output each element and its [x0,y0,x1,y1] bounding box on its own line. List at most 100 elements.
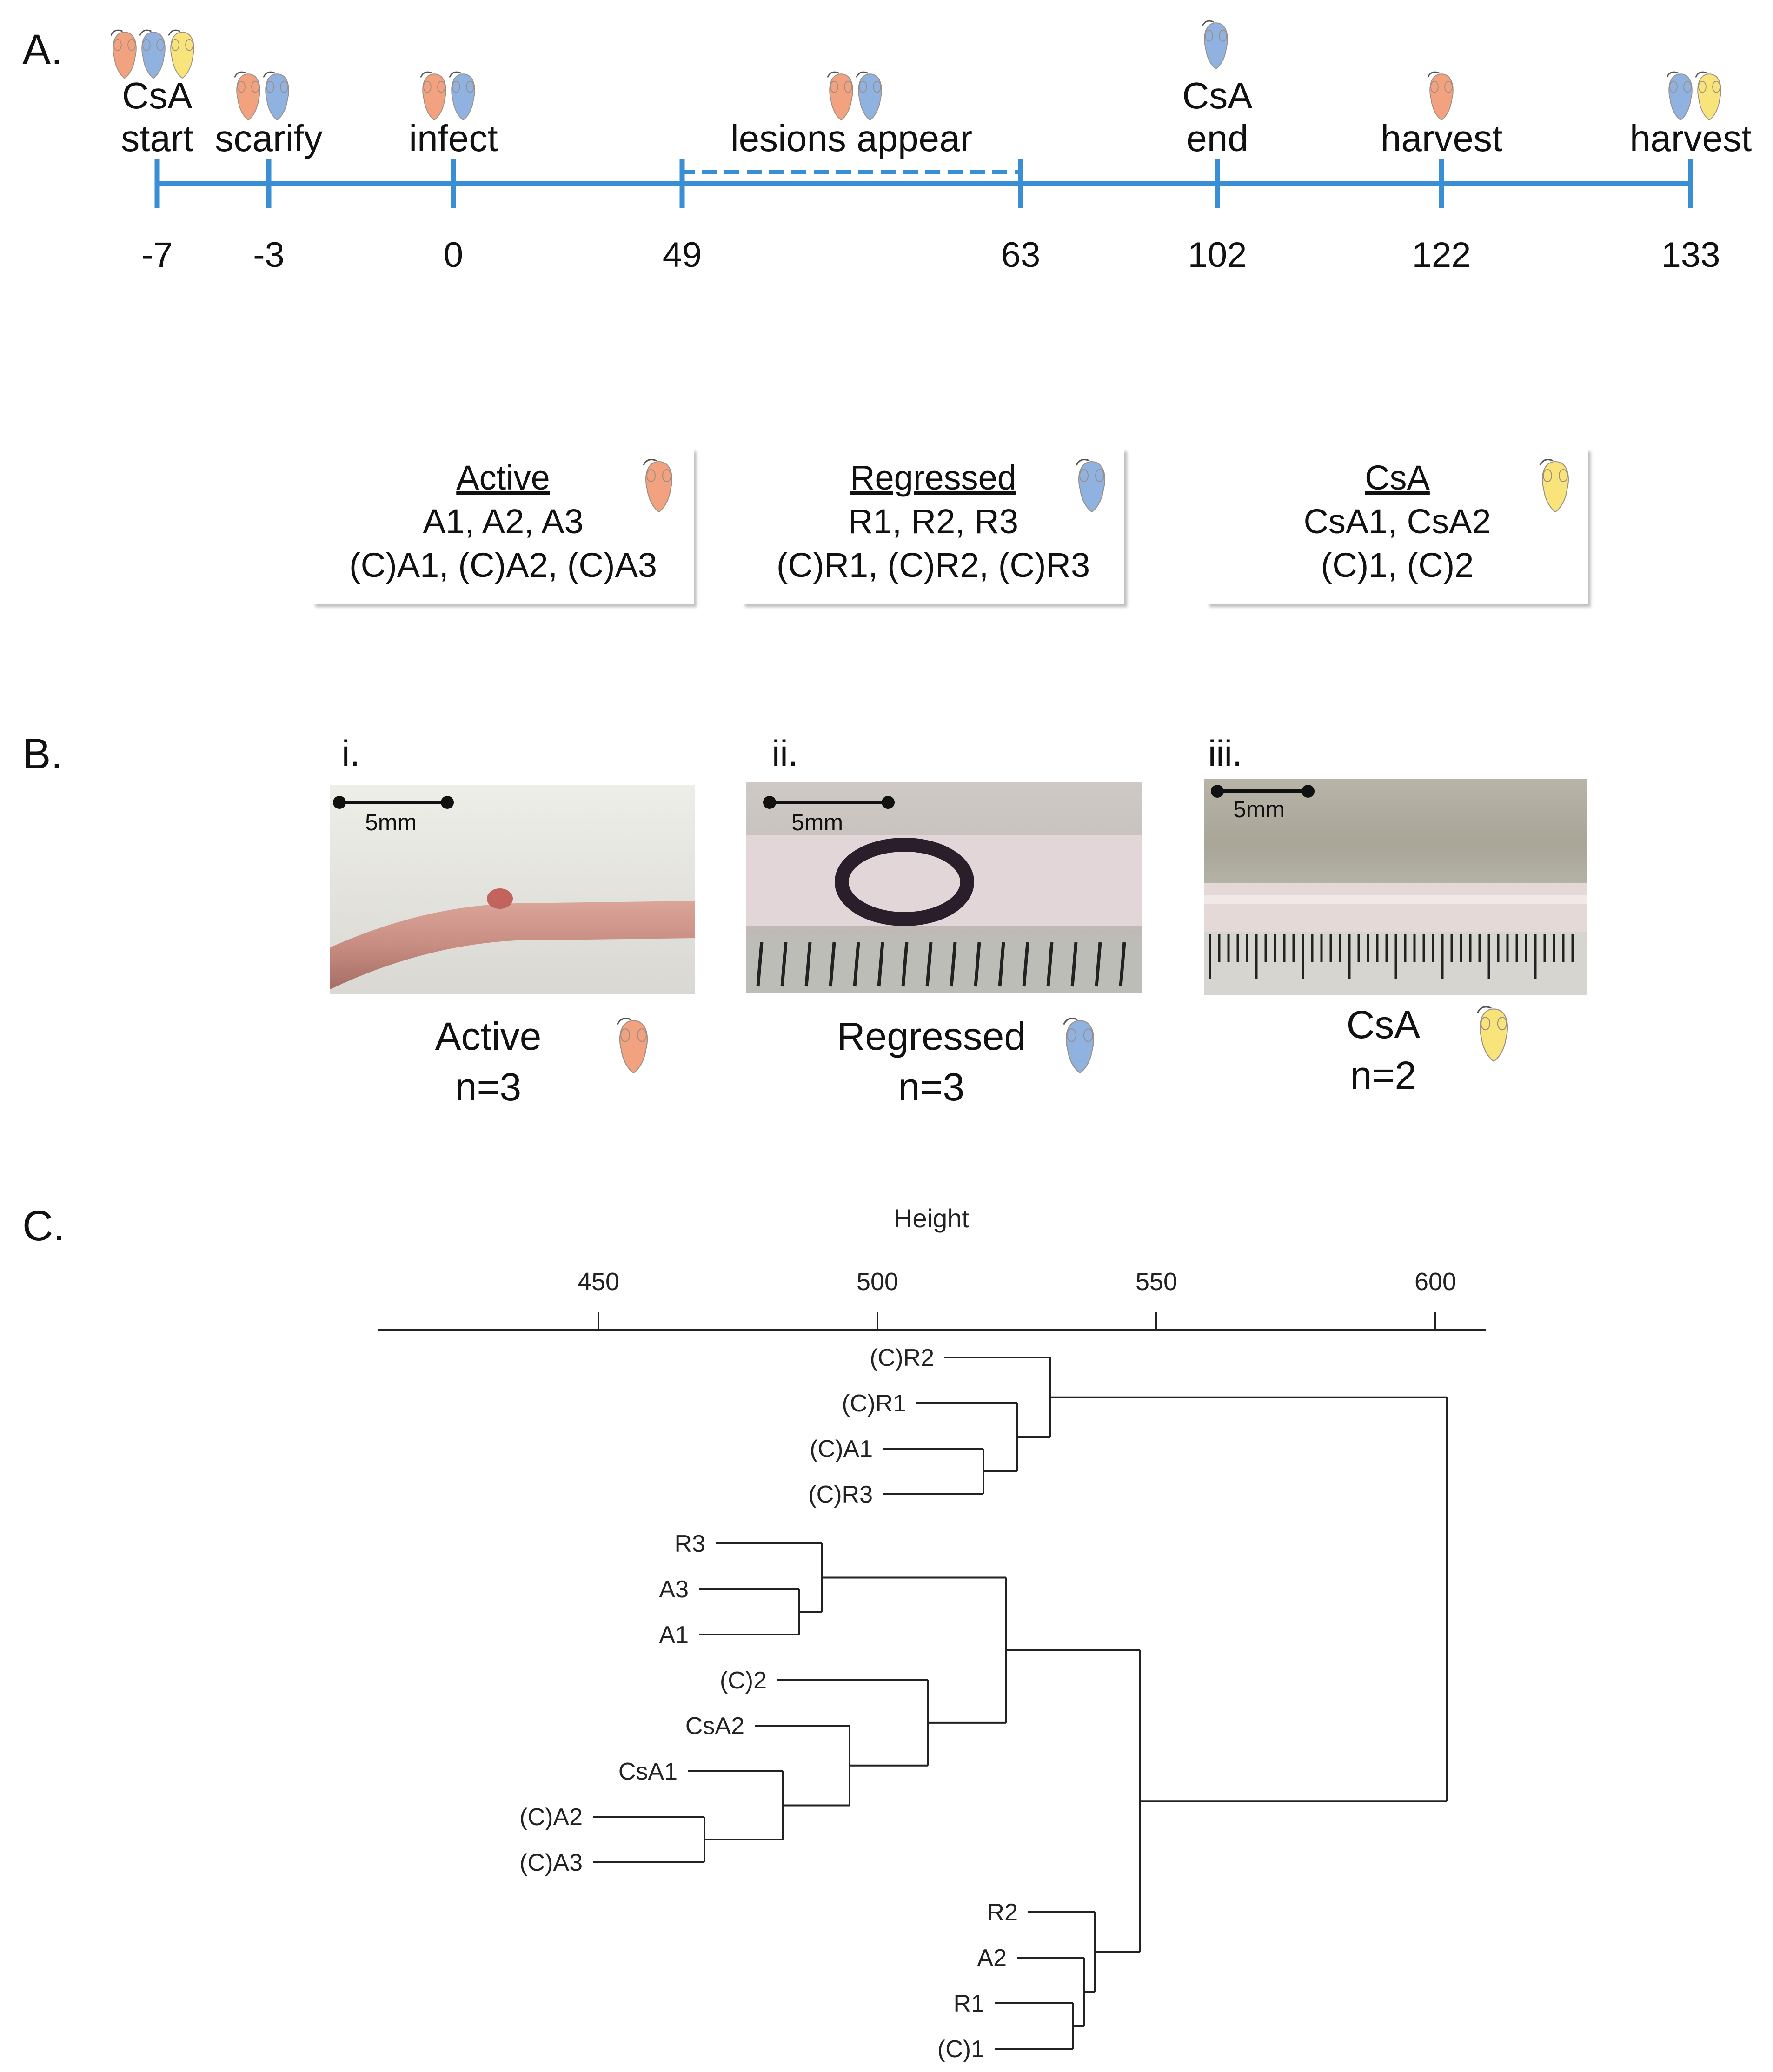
group-samples-c: (C)A1, (C)A2, (C)A3 [349,545,657,584]
timeline-event-label: infect [409,117,498,160]
dendrogram-branch [916,1402,1018,1472]
tail-photo-active [330,785,695,994]
leaf-label: R3 [675,1530,705,1557]
mouse-icon [168,29,194,79]
ruler-tick [804,942,812,987]
caption-group: Active [435,1014,542,1058]
scale-label: 5mm [365,809,417,835]
mouse-icon [643,459,672,513]
mouse-silhouette [1695,71,1721,121]
timeline-event-label: harvest [1381,117,1502,160]
timeline-event-text: start [121,118,193,159]
timeline-event-label: scarify [215,117,322,160]
mouse-silhouette [643,459,672,513]
timeline-day-label: -3 [253,235,285,275]
panel-label-b: B. [22,730,63,778]
timeline-day-label: 63 [1001,235,1041,275]
leaf-label: (C)A2 [519,1804,583,1831]
scale-label: 5mm [791,809,843,835]
leaf-label: A1 [659,1622,689,1648]
mouse-silhouette [617,1018,648,1074]
group-samples: CsA1, CsA2 [1303,502,1491,541]
axis-tick-label: 450 [578,1268,619,1296]
caption-group: CsA [1346,1003,1421,1046]
leaf-label: (C)R2 [870,1344,934,1371]
leaf-label: CsA2 [685,1713,744,1740]
ruler-tick [974,942,981,987]
scale-bar [763,796,895,809]
mouse-silhouette [1539,459,1569,513]
timeline-day-label: -7 [141,235,173,275]
leaf-label: (C)A3 [519,1849,583,1876]
mouse-icon [856,71,882,121]
mouse-silhouette [1063,1018,1094,1074]
mouse-silhouette [1666,71,1693,121]
group-box-csa: CsA CsA1, CsA2 (C)1, (C)2 [1207,449,1588,604]
ruler-tick [780,942,788,987]
axis-tick-label: 600 [1414,1268,1456,1296]
mouse-icon [449,71,475,121]
timeline-day-label: 102 [1188,235,1247,275]
mouse-icon [1063,1018,1094,1074]
ruler-tick [1022,942,1029,987]
lesion-photo-regressed [746,782,1142,993]
leaf-label: (C)A1 [810,1436,873,1463]
leaf-label: CsA1 [618,1758,677,1785]
group-title: Active [456,458,550,497]
photo-label-i: i. [342,733,360,774]
ruler-tick [1095,942,1102,987]
mouse-silhouette [856,71,882,121]
timeline-event-text: CsA [1182,75,1253,116]
axis-tick-label: 550 [1136,1268,1177,1296]
ruler-tick [853,942,860,987]
group-samples: A1, A2, A3 [423,502,584,541]
mouse-icon [263,71,289,121]
leaf-label: (C)1 [937,2036,984,2063]
ruler-tick [1046,942,1054,987]
dendrogram-branch [995,2002,1074,2050]
timeline-day-label: 0 [443,235,464,275]
mouse-icon [1076,459,1105,513]
timeline [154,159,1693,208]
dendrogram-branch [1006,1649,1141,1953]
mouse-silhouette [110,29,137,79]
ruler-tick [756,942,764,987]
mouse-icon [827,71,853,121]
leaf-label: (C)R3 [808,1481,873,1508]
group-box-regressed: Regressed R1, R2, R3 (C)R1, (C)R2, (C)R3 [742,449,1124,604]
caption-n: n=2 [1350,1053,1417,1098]
ruler-tick [1070,942,1078,987]
mouse-icon [1666,71,1693,121]
scale-label: 5mm [1233,796,1285,822]
timeline-day-label: 133 [1661,235,1720,275]
ruler-ticks [756,942,1126,987]
dendrogram-branch [1017,1957,1085,2027]
mouse-silhouette [263,71,289,121]
mouse-icon [1539,459,1569,513]
mouse-silhouette [827,71,853,121]
photo-caption-csa: CsA n=2 [1347,1000,1421,1101]
scale-bar [1211,785,1315,798]
leaf-label: R1 [954,1990,984,2017]
caption-n: n=3 [455,1065,522,1109]
leaf-label: R2 [987,1899,1018,1926]
mouse-icon [234,71,260,121]
leaf-label: (C)R1 [842,1390,906,1417]
mouse-silhouette [1076,459,1105,513]
dendrogram-branch [593,1816,705,1863]
lesions-window-bracket [680,170,1023,174]
mouse-silhouette [1427,71,1454,121]
lesion-photo-active [330,785,695,994]
caption-group: Regressed [837,1014,1026,1058]
timeline-event-text: harvest [1380,118,1503,159]
mouse-silhouette [1202,20,1228,70]
timeline-event-label: harvest [1630,117,1752,160]
timeline-day-label: 122 [1412,235,1471,275]
leaf-label: A3 [659,1576,689,1603]
mouse-silhouette [234,71,260,121]
leaf-label: A2 [977,1945,1007,1972]
mouse-icon [420,71,446,121]
mouse-icon [1477,1006,1508,1062]
